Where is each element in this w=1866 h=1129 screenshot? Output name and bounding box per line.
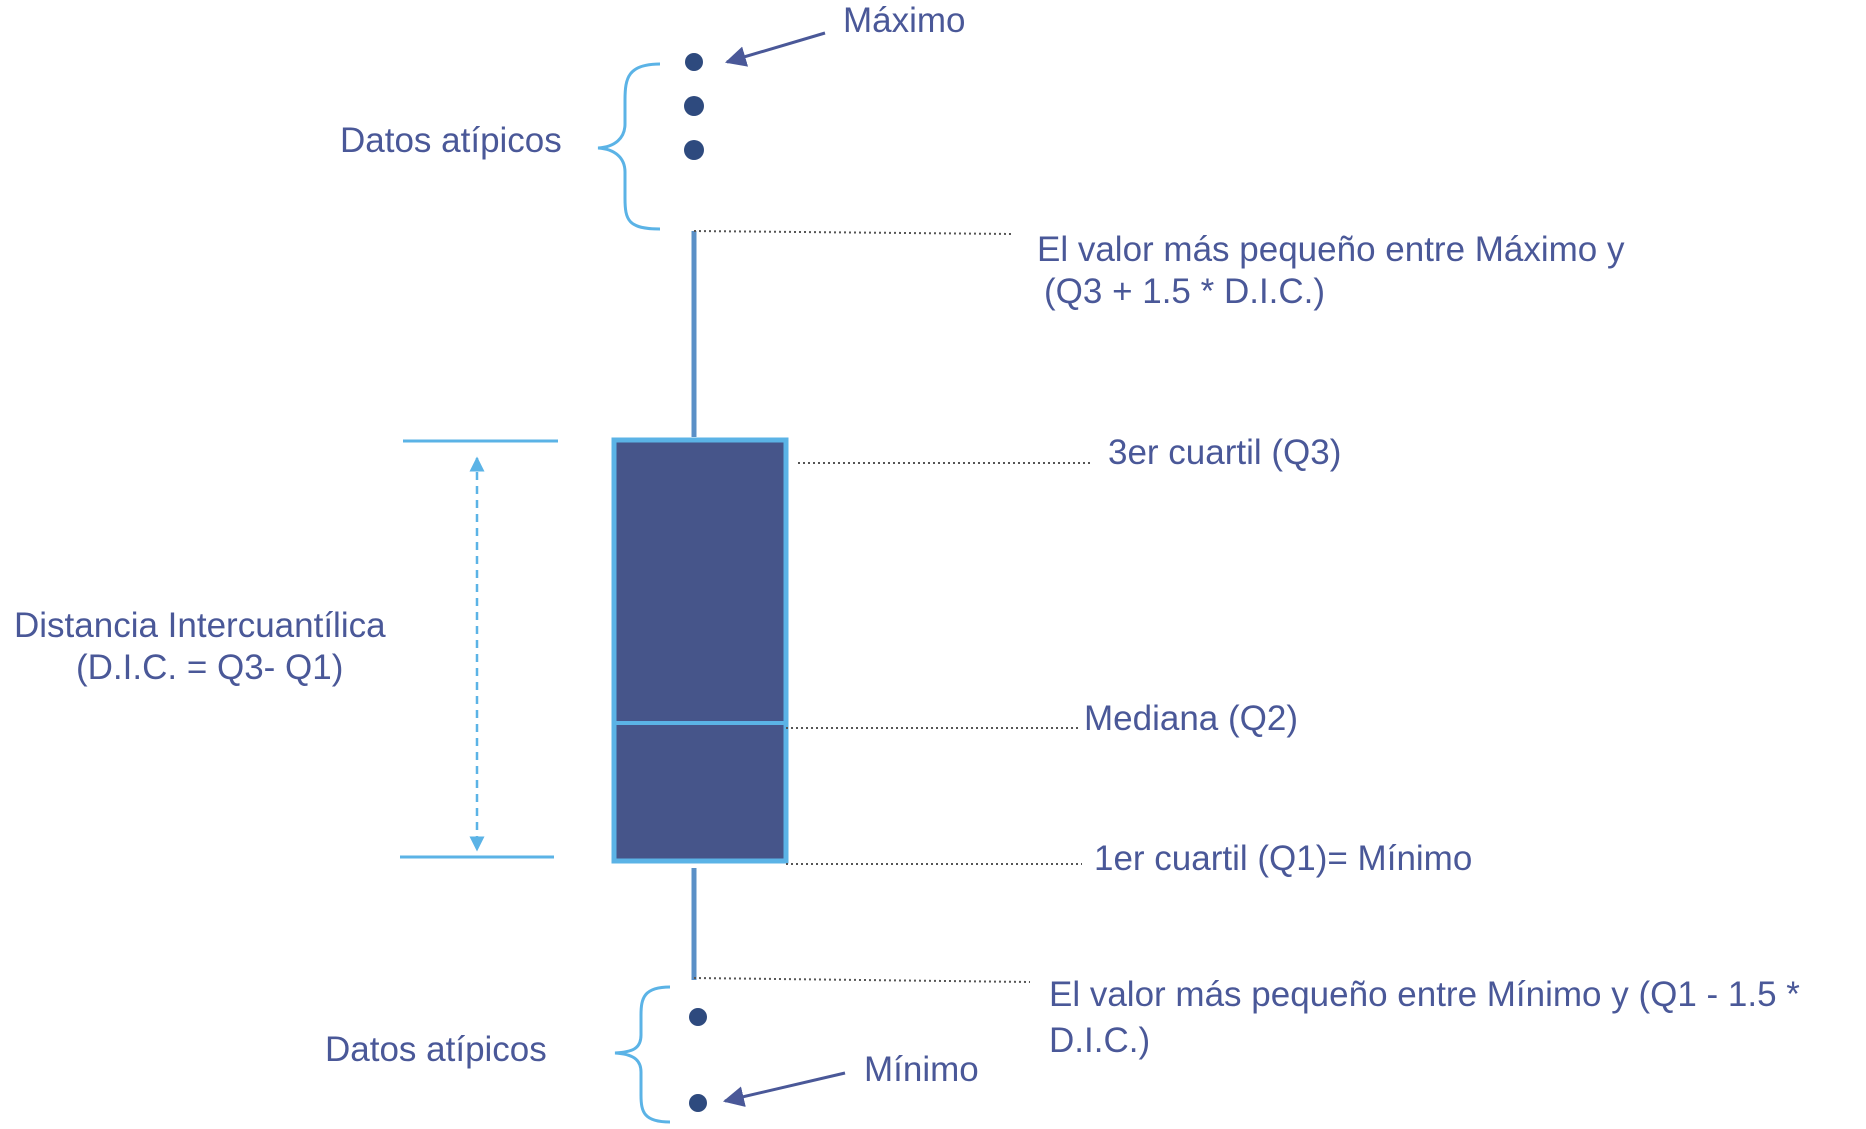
iqr-box	[611, 437, 789, 864]
outlier-point	[684, 96, 704, 116]
q3-label: 3er cuartil (Q3)	[1108, 433, 1341, 472]
upper-whisker-label-line1: El valor más pequeño entre Máximo y	[1037, 230, 1625, 269]
outliers-bottom	[689, 1008, 707, 1112]
outlier-point	[689, 1094, 707, 1112]
lower-whisker-label-line2: D.I.C.)	[1049, 1021, 1150, 1060]
maximo-arrow	[724, 31, 826, 67]
outlier-point	[684, 140, 704, 160]
dic-label-line1: Distancia Intercuantílica	[14, 606, 386, 645]
dic-label-line2: (D.I.C. = Q3- Q1)	[76, 648, 343, 687]
q1-label: 1er cuartil (Q1)= Mínimo	[1094, 839, 1472, 878]
mediana-label: Mediana (Q2)	[1084, 699, 1298, 738]
upper-whisker-leader	[693, 230, 1013, 235]
lower-whisker-leader	[693, 977, 1031, 983]
maximo-label: Máximo	[843, 1, 966, 40]
datos-atipicos-bottom-label: Datos atípicos	[325, 1030, 547, 1069]
brace-bottom	[614, 985, 671, 1124]
datos-atipicos-top-label: Datos atípicos	[340, 121, 562, 160]
outlier-point	[685, 53, 703, 71]
outliers-top	[684, 53, 704, 160]
minimo-arrow	[722, 1071, 846, 1107]
outlier-point	[689, 1008, 707, 1026]
upper-whisker-label-line2: (Q3 + 1.5 * D.I.C.)	[1044, 272, 1325, 311]
brace-top	[597, 62, 661, 231]
lower-whisker-label-line1: El valor más pequeño entre Mínimo y (Q1 …	[1049, 975, 1800, 1014]
minimo-label: Mínimo	[864, 1050, 979, 1089]
